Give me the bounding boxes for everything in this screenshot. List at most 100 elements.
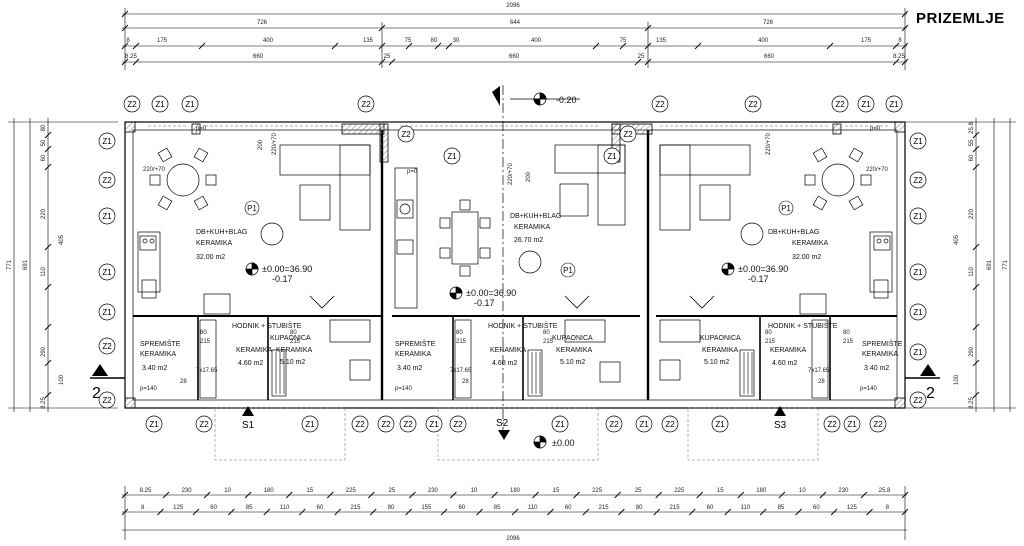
- dim-bottom2-tick: [901, 508, 909, 516]
- dim-left-3: 50: [41, 139, 47, 146]
- section-s2-label: S2: [496, 418, 509, 429]
- z2-tag: Z2: [195, 415, 213, 433]
- section-s2-arrow: [498, 430, 510, 440]
- dim-r1-1: 644: [510, 20, 521, 26]
- level-marker-mid: [449, 286, 463, 300]
- z1-tag: Z1: [885, 95, 903, 113]
- dim-r3-6: 8.25: [893, 54, 905, 60]
- level-mid-sub: -0.17: [474, 298, 495, 308]
- room-area-storage-mid: 3.40 m2: [397, 365, 422, 372]
- dim-bottom1-label: 15: [717, 488, 724, 494]
- z2-tag: Z2: [619, 125, 637, 143]
- dim-bottom1-tick: [367, 491, 375, 499]
- level-markers: [245, 92, 735, 449]
- room-finish-hall-right: KERAMIKA: [770, 347, 807, 354]
- dim-bottom2-label: 215: [670, 505, 681, 511]
- door-215-b: 215: [290, 339, 301, 345]
- svg-text:Z1: Z1: [102, 137, 112, 146]
- room-area-bath-mid: 5.10 m2: [560, 359, 585, 366]
- svg-text:Z1: Z1: [447, 152, 457, 161]
- room-name-hall-right: HODNIK + STUBIŠTE: [768, 321, 838, 330]
- svg-text:Z2: Z2: [355, 420, 365, 429]
- z2-tag: Z2: [449, 415, 467, 433]
- room-finish-bath-right: KERAMIKA: [702, 347, 739, 354]
- floor-tag-mid: P1: [563, 266, 573, 275]
- room-finish-bath-mid: KERAMIKA: [556, 347, 593, 354]
- section-s1-arrow: [242, 406, 254, 416]
- svg-text:Z2: Z2: [609, 420, 619, 429]
- z1-tag: Z1: [711, 415, 729, 433]
- dim-bottom1-label: 180: [264, 488, 275, 494]
- door-80-e: 80: [543, 330, 550, 336]
- z1-tag: Z1: [909, 132, 927, 150]
- dim-r2-6: 30: [453, 38, 460, 44]
- floor-tag-left: P1: [247, 204, 257, 213]
- level-bottom-value: ±0.00: [552, 438, 574, 448]
- z2-tag: Z2: [98, 171, 116, 189]
- dim-r2-8: 75: [620, 38, 627, 44]
- door-215-g: 215: [843, 339, 854, 345]
- dim-left-10: 100: [59, 374, 65, 385]
- floor-tags: [244, 200, 794, 278]
- z2-tag: Z2: [651, 95, 669, 113]
- room-area-bath-left: 5.10 m2: [280, 359, 305, 366]
- dim-bottom2-label: 85: [778, 505, 785, 511]
- svg-text:Z1: Z1: [102, 268, 112, 277]
- dim-bottom2-tick: [688, 508, 696, 516]
- note-220-v3: 220/+70: [766, 132, 772, 155]
- dim-bottom1-label: 25: [388, 488, 395, 494]
- room-area-living-mid: 26.70 m2: [514, 237, 543, 244]
- dim-right-2: 25.8: [969, 122, 975, 134]
- room-finish-living-right: KERAMIKA: [792, 240, 829, 247]
- dim-r2-4: 75: [405, 38, 412, 44]
- dim-bottom2-label: 110: [280, 505, 290, 511]
- stair-w-left: 28: [180, 379, 187, 385]
- z1-tag: Z1: [551, 415, 569, 433]
- svg-text:Z2: Z2: [102, 396, 112, 405]
- dim-bottom2-tick: [192, 508, 200, 516]
- svg-text:Z1: Z1: [555, 420, 565, 429]
- note-220-v2: 220/+70: [508, 162, 514, 185]
- dim-bottom1-label: 10: [799, 488, 806, 494]
- dim-bottom2-label: 155: [421, 505, 432, 511]
- dim-bottom2-tick: [830, 508, 838, 516]
- dim-bottom2-label: 80: [388, 505, 395, 511]
- z1-tag: Z1: [909, 263, 927, 281]
- section-markers: [92, 86, 936, 440]
- z2-tag: Z2: [909, 171, 927, 189]
- dim-bottom1-tick: [409, 491, 416, 499]
- door-215-e: 215: [543, 339, 554, 345]
- room-finish-storage-mid: KERAMIKA: [395, 351, 432, 358]
- z2-tag: Z2: [98, 337, 116, 355]
- svg-text:Z1: Z1: [913, 308, 923, 317]
- dim-bottom2-label: 215: [350, 505, 361, 511]
- svg-text:Z2: Z2: [381, 420, 391, 429]
- sheet-title: PRIZEMLJE: [916, 10, 1005, 27]
- dim-bottom2-label: 80: [636, 505, 643, 511]
- section-s3-label: S3: [774, 420, 787, 431]
- room-area-living-right: 32.00 m2: [792, 254, 821, 261]
- dim-r2-2: 400: [263, 38, 274, 44]
- dim-bottom2-tick: [653, 508, 661, 516]
- dim-bottom1-tick: [614, 491, 621, 499]
- dim-bottom1-tick: [655, 491, 663, 499]
- svg-text:Z1: Z1: [639, 420, 649, 429]
- dim-bottom2-tick: [298, 508, 306, 516]
- side-dimension-ticks: [44, 131, 980, 399]
- dim-left-0: 771: [7, 259, 13, 270]
- dim-bottom2-label: 110: [528, 505, 538, 511]
- z2-tag: Z2: [831, 95, 849, 113]
- svg-text:Z1: Z1: [102, 308, 112, 317]
- svg-text:Z1: Z1: [861, 100, 871, 109]
- dim-bottom2-label: 60: [707, 505, 714, 511]
- svg-text:Z1: Z1: [102, 212, 112, 221]
- dim-right-9: 290: [969, 346, 975, 357]
- z2-tag: Z2: [823, 415, 841, 433]
- svg-text:Z1: Z1: [889, 100, 899, 109]
- furniture-right-hatch: [743, 352, 753, 394]
- dim-bottom1-tick: [450, 491, 457, 499]
- dim-bottom2-tick: [228, 508, 235, 516]
- dim-left-6: 220: [41, 208, 47, 219]
- room-area-hall-left: 4.60 m2: [238, 360, 263, 367]
